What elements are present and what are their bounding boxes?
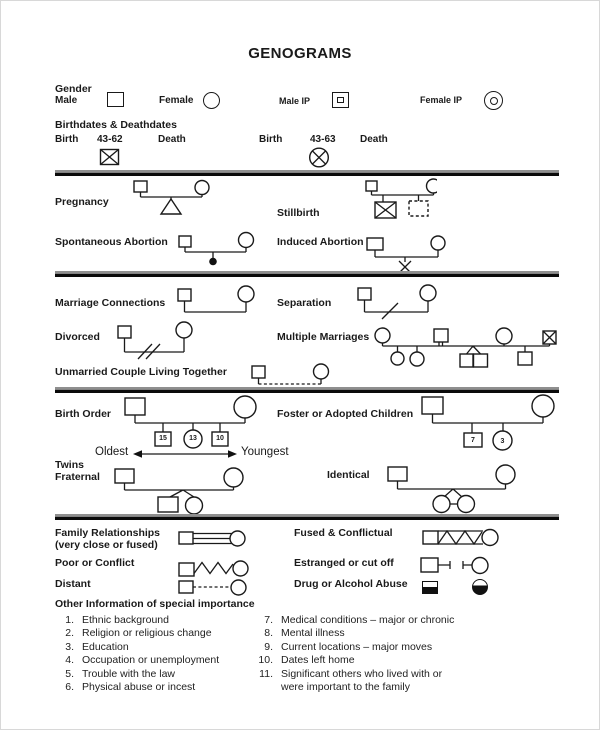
- foster-label: Foster or Adopted Children: [277, 408, 414, 420]
- list-item-num: 9.: [264, 641, 273, 653]
- birth-value-2: 43-63: [310, 134, 336, 145]
- list-item-num: 7.: [264, 614, 273, 626]
- death-label-1: Death: [158, 134, 186, 145]
- foster-age-1: 7: [471, 437, 475, 444]
- list-item-num: 10.: [258, 654, 273, 666]
- birth-label-1: Birth: [55, 134, 79, 145]
- unmarried-label: Unmarried Couple Living Together: [55, 366, 227, 378]
- induced-abortion-label: Induced Abortion: [277, 236, 364, 248]
- female-ip-symbol: [484, 91, 503, 110]
- male-symbol: [107, 92, 124, 107]
- other-info-heading: Other Information of special importance: [55, 598, 255, 610]
- spontaneous-abortion-diagram: [178, 231, 255, 266]
- stillbirth-label: Stillbirth: [277, 207, 320, 219]
- youngest-label: Youngest: [241, 446, 289, 458]
- foster-diagram: [421, 394, 555, 451]
- poor-conflict-label: Poor or Conflict: [55, 557, 135, 569]
- list-item: Ethnic background: [82, 614, 169, 626]
- male-ip-inner: [337, 97, 344, 103]
- pregnancy-label: Pregnancy: [55, 196, 109, 208]
- unmarried-diagram: [251, 363, 330, 385]
- list-item: Medical conditions – major or chronic: [281, 614, 455, 626]
- list-item: Physical abuse or incest: [82, 681, 196, 693]
- section-divider-1: [55, 170, 559, 176]
- section-divider-3: [55, 387, 559, 393]
- death-label-2: Death: [360, 134, 388, 145]
- multiple-marriages-diagram: [374, 327, 557, 368]
- fused-conflictual-diagram: [422, 528, 499, 547]
- fused-diagram: [178, 530, 246, 547]
- female-ip-inner: [489, 96, 498, 105]
- female-label: Female: [159, 95, 194, 106]
- foster-age-2: 3: [500, 438, 505, 445]
- distant-label: Distant: [55, 578, 91, 590]
- spontaneous-abortion-label: Spontaneous Abortion: [55, 236, 168, 248]
- list-item: Significant others who lived with or: [281, 668, 443, 680]
- divorced-diagram: [117, 321, 193, 360]
- male-ip-label: Male IP: [279, 96, 311, 106]
- list-item-continuation: were important to the family: [281, 681, 410, 693]
- family-relationships-sub: (very close or fused): [55, 539, 158, 551]
- marriage-connections-label: Marriage Connections: [55, 297, 166, 309]
- list-item-num: 2.: [65, 627, 74, 639]
- fraternal-label: Fraternal: [55, 471, 100, 483]
- birth-order-age-2: 13: [189, 435, 197, 442]
- male-label: Male: [55, 95, 78, 106]
- poor-conflict-diagram: [178, 560, 249, 577]
- birth-label-2: Birth: [259, 134, 283, 145]
- female-ip-label: Female IP: [420, 95, 463, 105]
- twins-label: Twins: [55, 459, 84, 471]
- list-item-num: 3.: [65, 641, 74, 653]
- oldest-youngest-arrow: [133, 450, 237, 458]
- stillbirth-diagram: [365, 178, 437, 219]
- drug-abuse-female-symbol: [472, 579, 488, 595]
- oldest-label: Oldest: [95, 446, 129, 458]
- list-item-num: 5.: [65, 668, 74, 680]
- list-item: Education: [82, 641, 129, 653]
- distant-diagram: [178, 579, 247, 596]
- family-relationships-label: Family Relationships: [55, 527, 161, 539]
- page-title: GENOGRAMS: [248, 45, 352, 62]
- identical-label: Identical: [327, 469, 370, 481]
- list-item-num: 1.: [65, 614, 74, 626]
- drug-abuse-male-symbol: [422, 581, 438, 594]
- list-item-num: 8.: [264, 627, 273, 639]
- birth-order-diagram: [124, 395, 257, 449]
- list-item: Occupation or unemployment: [82, 654, 220, 666]
- fused-conflictual-label: Fused & Conflictual: [294, 527, 393, 539]
- list-item: Mental illness: [281, 627, 345, 639]
- induced-abortion-diagram: [366, 235, 446, 274]
- identical-twins-diagram: [387, 464, 516, 514]
- list-item-num: 11.: [259, 668, 273, 680]
- marriage-diagram: [177, 285, 255, 313]
- pregnancy-diagram: [133, 179, 210, 215]
- list-item: Dates left home: [281, 654, 355, 666]
- separation-label: Separation: [277, 297, 332, 309]
- separation-diagram: [357, 284, 437, 320]
- birthdates-heading: Birthdates & Deathdates: [55, 119, 177, 131]
- section-divider-4: [55, 514, 559, 520]
- estranged-diagram: [420, 556, 489, 575]
- female-symbol: [203, 92, 220, 109]
- male-ip-symbol: [332, 92, 349, 108]
- birth-order-age-1: 15: [159, 435, 167, 442]
- drug-alcohol-label: Drug or Alcohol Abuse: [294, 578, 408, 590]
- list-item: Religion or religious change: [82, 627, 212, 639]
- deceased-female-symbol: [308, 147, 330, 168]
- fraternal-twins-diagram: [114, 467, 244, 515]
- gender-heading: Gender: [55, 83, 92, 95]
- multiple-marriages-label: Multiple Marriages: [277, 331, 370, 343]
- divorced-label: Divorced: [55, 331, 100, 343]
- birth-order-age-3: 10: [216, 435, 224, 442]
- birth-value-1: 43-62: [97, 134, 123, 145]
- list-item-num: 6.: [65, 681, 74, 693]
- list-item: Current locations – major moves: [281, 641, 433, 653]
- birth-order-label: Birth Order: [55, 408, 112, 420]
- list-item-num: 4.: [65, 654, 74, 666]
- estranged-label: Estranged or cut off: [294, 557, 394, 569]
- section-divider-2: [55, 271, 559, 277]
- deceased-male-symbol: [99, 148, 120, 166]
- list-item: Trouble with the law: [82, 668, 175, 680]
